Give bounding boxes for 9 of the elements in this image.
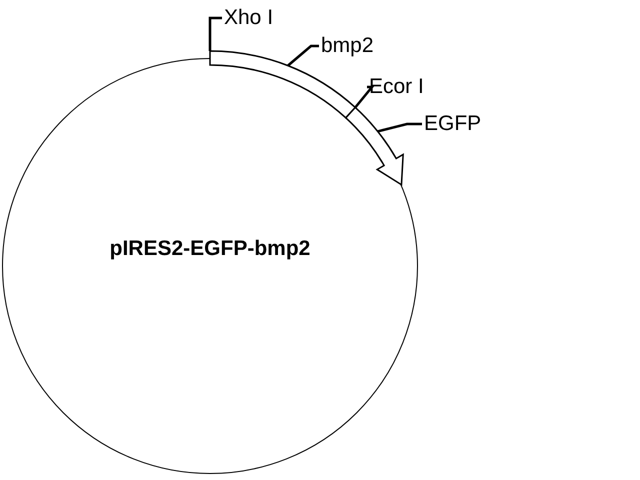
site-label: Xho I <box>224 6 274 30</box>
leader-line <box>354 86 375 108</box>
leader-line <box>208 16 222 51</box>
gene-label: EGFP <box>424 112 482 136</box>
leader-line <box>377 122 422 133</box>
gene-label: bmp2 <box>321 34 374 58</box>
site-label: Ecor I <box>369 75 424 99</box>
plasmid-name: pIRES2-EGFP-bmp2 <box>108 237 312 261</box>
leader-line <box>287 44 319 67</box>
